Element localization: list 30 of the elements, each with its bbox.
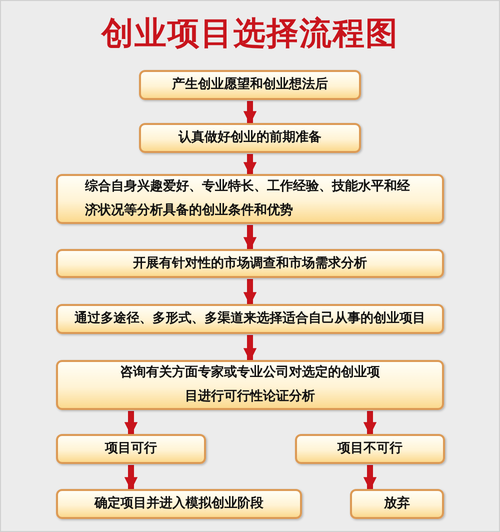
arrow [243,101,257,124]
process-box [56,360,444,410]
step-text: 咨询有关方面专家或专业公司对选定的创业项目进行可行性论证分析 [120,364,380,406]
arrow [124,465,138,490]
diagram-title: 创业项目选择流程图 [100,13,400,54]
arrow [243,335,257,362]
arrow [243,279,257,306]
step-text: 认真做好创业的前期准备 [178,129,322,147]
process-box [350,489,444,519]
step-text: 开展有针对性的市场调查和市场需求分析 [133,254,367,272]
step-text: 项目可行 [105,440,157,458]
process-box [139,70,361,100]
process-box [295,434,445,464]
process-box [139,123,361,153]
process-box [56,174,444,224]
arrow [363,465,377,490]
arrow [243,225,257,250]
arrow [363,411,377,436]
step-text: 放弃 [384,494,410,513]
step-text: 综合自身兴趣爱好、专业特长、工作经验、技能水平和经济状况等分析具备的创业条件和优势 [85,178,411,220]
step-text: 确定项目并进入模拟创业阶段 [94,494,264,513]
process-box [56,249,444,278]
arrow [124,411,138,436]
step-text: 通过多途径、多形式、多渠道来选择适合自己从事的创业项目 [74,310,426,328]
step-text: 产生创业愿望和创业想法后 [172,76,328,94]
step-text: 项目不可行 [338,440,402,458]
process-box [56,434,206,464]
process-box [56,304,444,334]
arrow [243,154,257,176]
process-box [56,489,302,519]
